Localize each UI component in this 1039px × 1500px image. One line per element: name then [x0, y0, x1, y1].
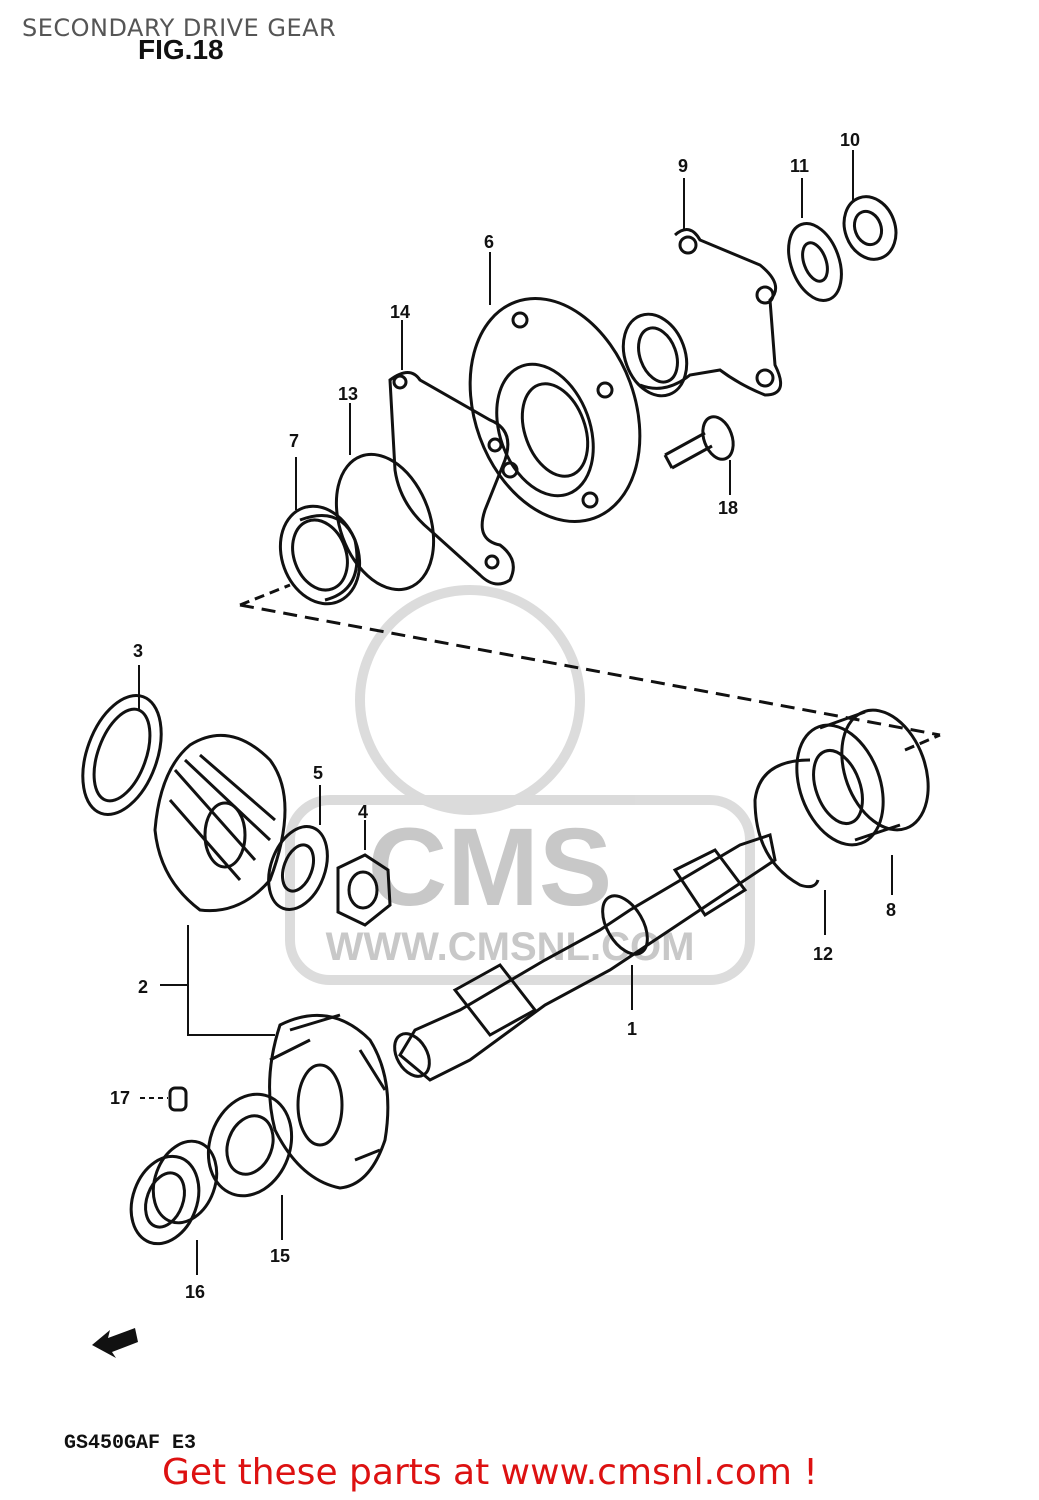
part-6-bearing-case	[468, 297, 642, 523]
part-15-nut	[206, 1092, 294, 1198]
callout-8: 8	[886, 900, 896, 920]
callout-6: 6	[484, 232, 494, 252]
callout-14: 14	[390, 302, 410, 322]
front-direction-arrow-icon	[92, 1328, 138, 1358]
callout-1: 1	[627, 1019, 637, 1039]
callout-10: 10	[840, 130, 860, 150]
part-17-pin	[168, 1086, 188, 1112]
callout-numbers: 1 2 3 4 5 6 7 8 9 10 11 12 13 14 15 16 1…	[110, 130, 896, 1302]
figure-label: FIG.18	[138, 34, 224, 65]
model-code: GS450GAF E3	[64, 1432, 197, 1455]
part-14-gasket	[388, 371, 515, 586]
callout-4: 4	[358, 802, 368, 822]
callout-3: 3	[133, 641, 143, 661]
watermark-url: WWW.CMSNL.COM	[326, 925, 695, 969]
callout-2: 2	[138, 977, 148, 997]
callout-9: 9	[678, 156, 688, 176]
part-11-washer	[787, 222, 843, 302]
part-10-nut	[842, 195, 898, 261]
part-9-drive-flange	[621, 228, 783, 398]
part-18-bolt	[663, 415, 735, 470]
callout-7: 7	[289, 431, 299, 451]
parts-link-banner[interactable]: Get these parts at www.cmsnl.com !	[162, 1452, 818, 1493]
callout-15: 15	[270, 1246, 290, 1266]
part-8-bearing	[795, 708, 930, 847]
callout-11: 11	[790, 156, 809, 176]
callout-12: 12	[813, 944, 833, 964]
part-16-needle-bearing	[129, 1139, 219, 1246]
part-4-nut	[336, 853, 392, 927]
part-2-bevel-gear-lower	[268, 1013, 390, 1190]
callout-18: 18	[718, 498, 738, 518]
part-1-secondary-shaft	[393, 833, 777, 1082]
part-5-washer	[267, 825, 329, 911]
part-13-o-ring	[334, 452, 436, 592]
callout-17: 17	[110, 1088, 130, 1108]
page-title: SECONDARY DRIVE GEAR	[22, 14, 337, 42]
watermark-brand: CMS	[368, 806, 612, 929]
part-7-oil-seal	[278, 504, 362, 606]
part-2-bevel-gear	[153, 733, 287, 913]
callout-5: 5	[313, 763, 323, 783]
callout-16: 16	[185, 1282, 205, 1302]
part-12-circlip	[753, 758, 820, 889]
callout-13: 13	[338, 384, 358, 404]
